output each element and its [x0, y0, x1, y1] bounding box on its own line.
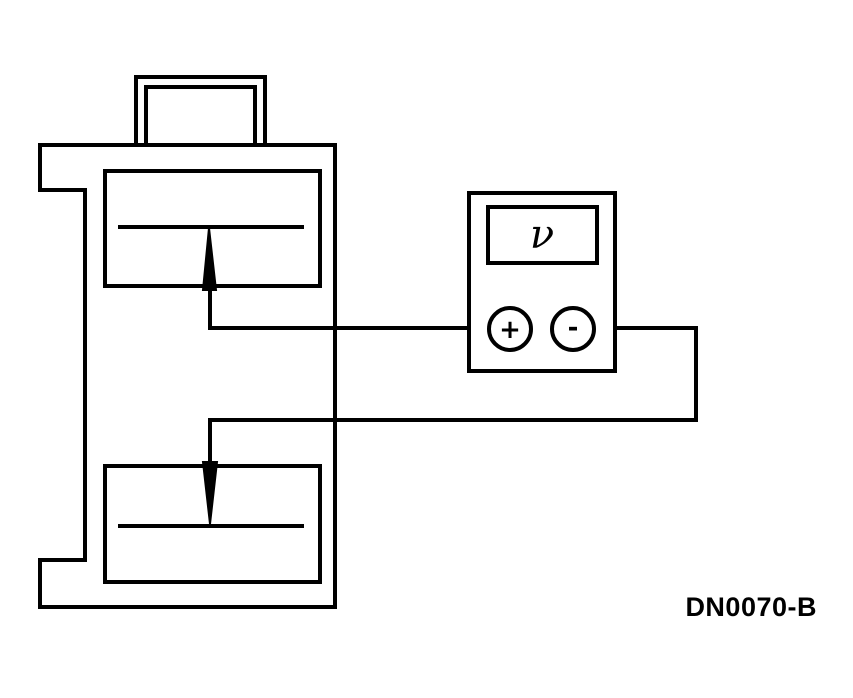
upper-test-probe: [201, 227, 489, 330]
connector-locking-tab: [134, 75, 267, 145]
voltmeter: ν + -: [467, 191, 617, 373]
positive-terminal-sign: +: [499, 315, 521, 345]
negative-terminal: [550, 306, 596, 352]
voltmeter-display-symbol: ν: [530, 212, 554, 258]
voltmeter-display: [486, 205, 599, 265]
negative-terminal-sign: -: [568, 313, 579, 343]
lower-test-probe: [201, 326, 698, 525]
figure-code-label: DN0070-B: [685, 592, 817, 622]
positive-terminal: [487, 306, 533, 352]
connector-housing: [38, 143, 337, 609]
